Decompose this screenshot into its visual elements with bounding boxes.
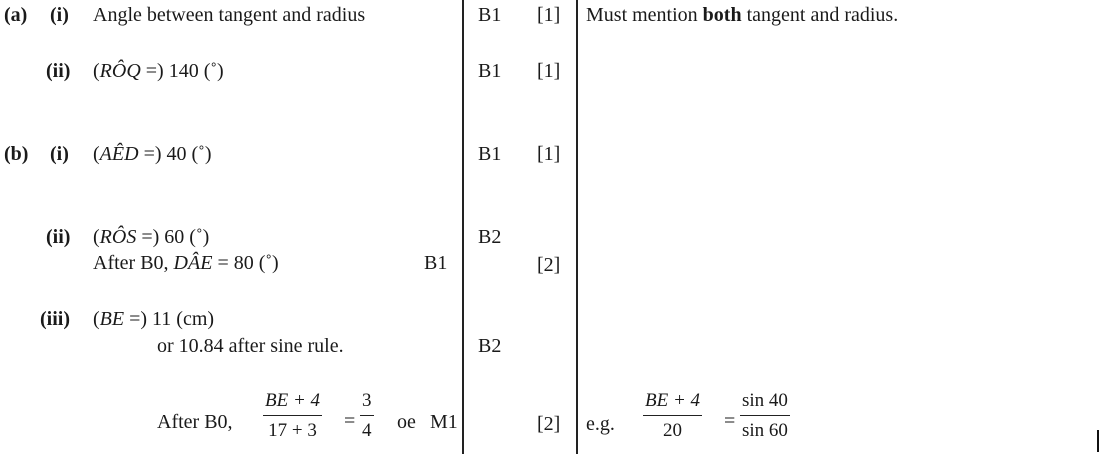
angle: RÔS bbox=[99, 226, 137, 248]
numerator: 3 bbox=[360, 390, 374, 416]
note-text: tangent and radius. bbox=[741, 4, 899, 26]
eg-label: e.g. bbox=[586, 413, 615, 435]
answer: (RÔS =) 60 (˚) bbox=[93, 226, 209, 248]
note-bold: both bbox=[702, 4, 742, 26]
denominator: 4 bbox=[362, 420, 372, 441]
mark: B1 bbox=[478, 60, 502, 82]
equals: = bbox=[724, 410, 736, 432]
numerator: BE + 4 bbox=[643, 390, 703, 416]
total-mark: [1] bbox=[537, 4, 561, 26]
column-divider bbox=[462, 0, 464, 454]
angle: AÊD bbox=[99, 143, 139, 165]
part-label: (b) bbox=[4, 143, 29, 165]
var: BE bbox=[99, 308, 125, 330]
subpart-label: (iii) bbox=[40, 308, 70, 330]
total-mark: [2] bbox=[537, 413, 561, 435]
column-divider bbox=[576, 0, 578, 454]
note-text: Must mention bbox=[586, 4, 703, 26]
alt-answer: After B0, DÂE = 80 (˚) bbox=[93, 252, 279, 274]
subpart-label: (ii) bbox=[46, 60, 71, 82]
fraction: BE + 4 17 + 3 bbox=[263, 390, 323, 442]
subpart-label: (ii) bbox=[46, 226, 71, 248]
mark: B2 bbox=[478, 335, 502, 357]
t: = 80 (˚) bbox=[212, 252, 279, 274]
total-mark: [1] bbox=[537, 143, 561, 165]
subpart-label: (i) bbox=[50, 143, 69, 165]
numerator: BE + 4 bbox=[263, 390, 323, 416]
answer: (RÔQ =) 140 (˚) bbox=[93, 60, 224, 82]
denominator: 20 bbox=[663, 420, 683, 441]
mark: B1 bbox=[478, 4, 502, 26]
answer: (BE =) 11 (cm) bbox=[93, 308, 214, 330]
t: =) 60 (˚) bbox=[136, 226, 210, 248]
denominator: sin 60 bbox=[742, 420, 788, 441]
text-cursor bbox=[1097, 430, 1099, 452]
oe-label: oe bbox=[397, 411, 416, 433]
fraction: BE + 4 20 bbox=[643, 390, 703, 442]
t: After B0, bbox=[93, 252, 174, 274]
t: ( bbox=[93, 308, 100, 330]
t: ( bbox=[93, 143, 100, 165]
answer: (AÊD =) 40 (˚) bbox=[93, 143, 211, 165]
numerator: sin 40 bbox=[740, 390, 790, 416]
guidance-note: Must mention both tangent and radius. bbox=[586, 4, 898, 26]
denominator: 17 + 3 bbox=[268, 420, 317, 441]
t: =) 40 (˚) bbox=[138, 143, 212, 165]
total-mark: [2] bbox=[537, 254, 561, 276]
t: =) 140 (˚) bbox=[140, 60, 224, 82]
t: =) 11 (cm) bbox=[124, 308, 215, 330]
fraction: sin 40 sin 60 bbox=[740, 390, 790, 442]
subpart-label: (i) bbox=[50, 4, 69, 26]
mark: B1 bbox=[478, 143, 502, 165]
t: ( bbox=[93, 226, 100, 248]
answer: Angle between tangent and radius bbox=[93, 4, 366, 26]
total-mark: [1] bbox=[537, 60, 561, 82]
angle: RÔQ bbox=[99, 60, 141, 82]
alt-mark: M1 bbox=[430, 411, 458, 433]
mark: B2 bbox=[478, 226, 502, 248]
answer-line2: or 10.84 after sine rule. bbox=[157, 335, 344, 357]
alt-method-label: After B0, bbox=[157, 411, 233, 433]
part-label: (a) bbox=[4, 4, 28, 26]
t: ( bbox=[93, 60, 100, 82]
angle: DÂE bbox=[173, 252, 213, 274]
alt-mark: B1 bbox=[424, 252, 448, 274]
equals: = bbox=[344, 410, 356, 432]
